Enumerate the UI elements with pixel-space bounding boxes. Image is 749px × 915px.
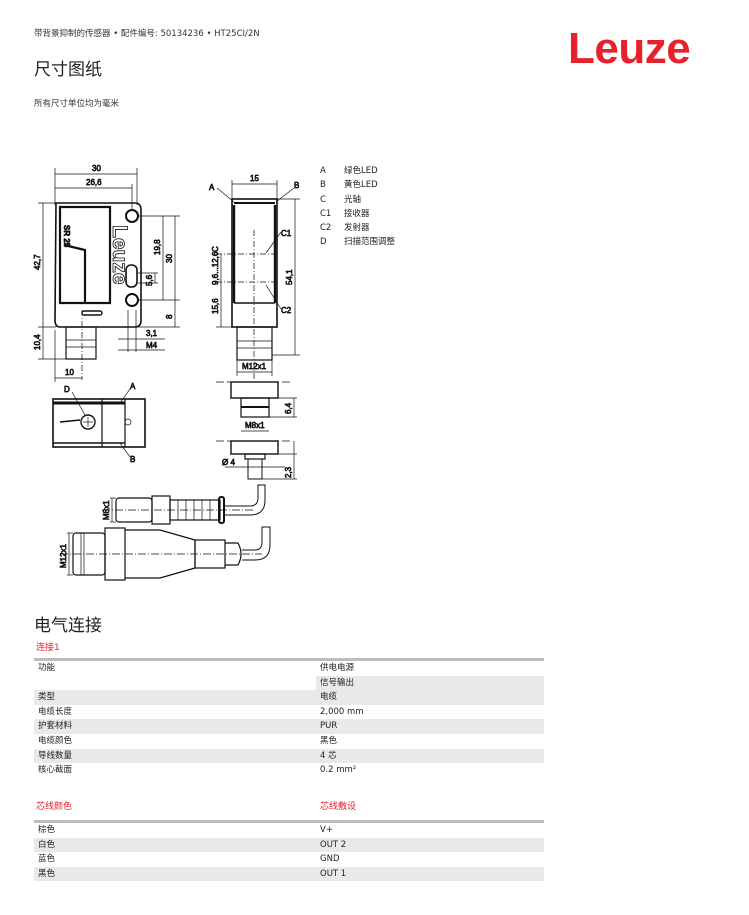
dim-c2: 15,6 — [211, 298, 220, 314]
cable-dim: 2,3 — [284, 466, 293, 478]
dim-lower: 8 — [165, 314, 174, 319]
label-c: C — [211, 246, 220, 252]
cable-dia: Ø 4 — [222, 458, 235, 467]
wire-color-header: 芯线颜色 — [36, 802, 73, 812]
unit-note: 所有尺寸单位均为毫米 — [34, 99, 120, 109]
table-row: 类型电缆 — [34, 690, 544, 705]
top-label-a: A — [130, 382, 136, 391]
dim-slot: 5,6 — [145, 274, 154, 286]
dimension-drawing: Leuze SR 25 30 26,6 42,7 10,4 10 19,8 30… — [33, 164, 300, 581]
label-a: A — [209, 183, 215, 192]
top-label-d: D — [64, 385, 70, 394]
wire-assignment-header: 芯线敷设 — [320, 802, 357, 812]
dim-hole-spacing: 19,8 — [153, 239, 162, 255]
cable-m8-thread: M8x1 — [102, 500, 111, 520]
dim-connector: 10,4 — [33, 334, 42, 350]
dim-m8: 6,4 — [284, 402, 293, 414]
dim-hole-total: 30 — [165, 254, 174, 263]
dim-width-inner: 26,6 — [86, 178, 102, 187]
leuze-logo: Leuze — [568, 24, 691, 73]
cable-m12-thread: M12x1 — [59, 543, 68, 568]
dim-c-range: 9,6...12,6 — [211, 251, 220, 285]
connector-views: 6,4 M8x1 Ø 4 2,3 — [216, 381, 297, 480]
dim-thread: M4 — [146, 341, 158, 350]
side-view: Leuze SR 25 30 26,6 42,7 10,4 10 19,8 30… — [33, 164, 180, 382]
label-c1: C1 — [281, 229, 292, 238]
dim-front-thread: M12x1 — [242, 362, 267, 371]
page-title: 尺寸图纸 — [34, 60, 102, 80]
dim-height: 42,7 — [33, 254, 42, 270]
top-view: D A B — [52, 382, 146, 464]
dim-width: 30 — [92, 164, 101, 173]
top-label-b: B — [130, 455, 135, 464]
dim-front-height: 54,1 — [285, 269, 294, 285]
dim-hole-dia: 3,1 — [146, 329, 158, 338]
connection-label: 连接1 — [36, 643, 60, 653]
dim-bottom: 10 — [65, 368, 74, 377]
m8-thread: M8x1 — [245, 421, 265, 430]
table-row: 功能供电电源 — [38, 663, 355, 673]
section-title-electrical: 电气连接 — [34, 616, 102, 636]
breadcrumb: 带背景抑制的传感器 • 配件编号: 50134236 • HT25CI/2N — [34, 29, 260, 39]
table-rule — [34, 658, 544, 661]
front-view: 15 A B C1 C2 C 9,6...12,6 15,6 54,1 M12x… — [209, 174, 300, 380]
dim-front-width: 15 — [250, 174, 259, 183]
table-row: 信号输出 — [34, 675, 544, 691]
cable-connectors: M8x1 M12x1 — [59, 484, 271, 581]
table-rule — [34, 820, 544, 823]
table-row: 电缆颜色黑色 — [38, 735, 338, 746]
body-logo: Leuze — [108, 225, 131, 285]
label-b: B — [294, 181, 299, 190]
product-marking: SR 25 — [62, 225, 71, 248]
label-c2: C2 — [281, 306, 292, 315]
